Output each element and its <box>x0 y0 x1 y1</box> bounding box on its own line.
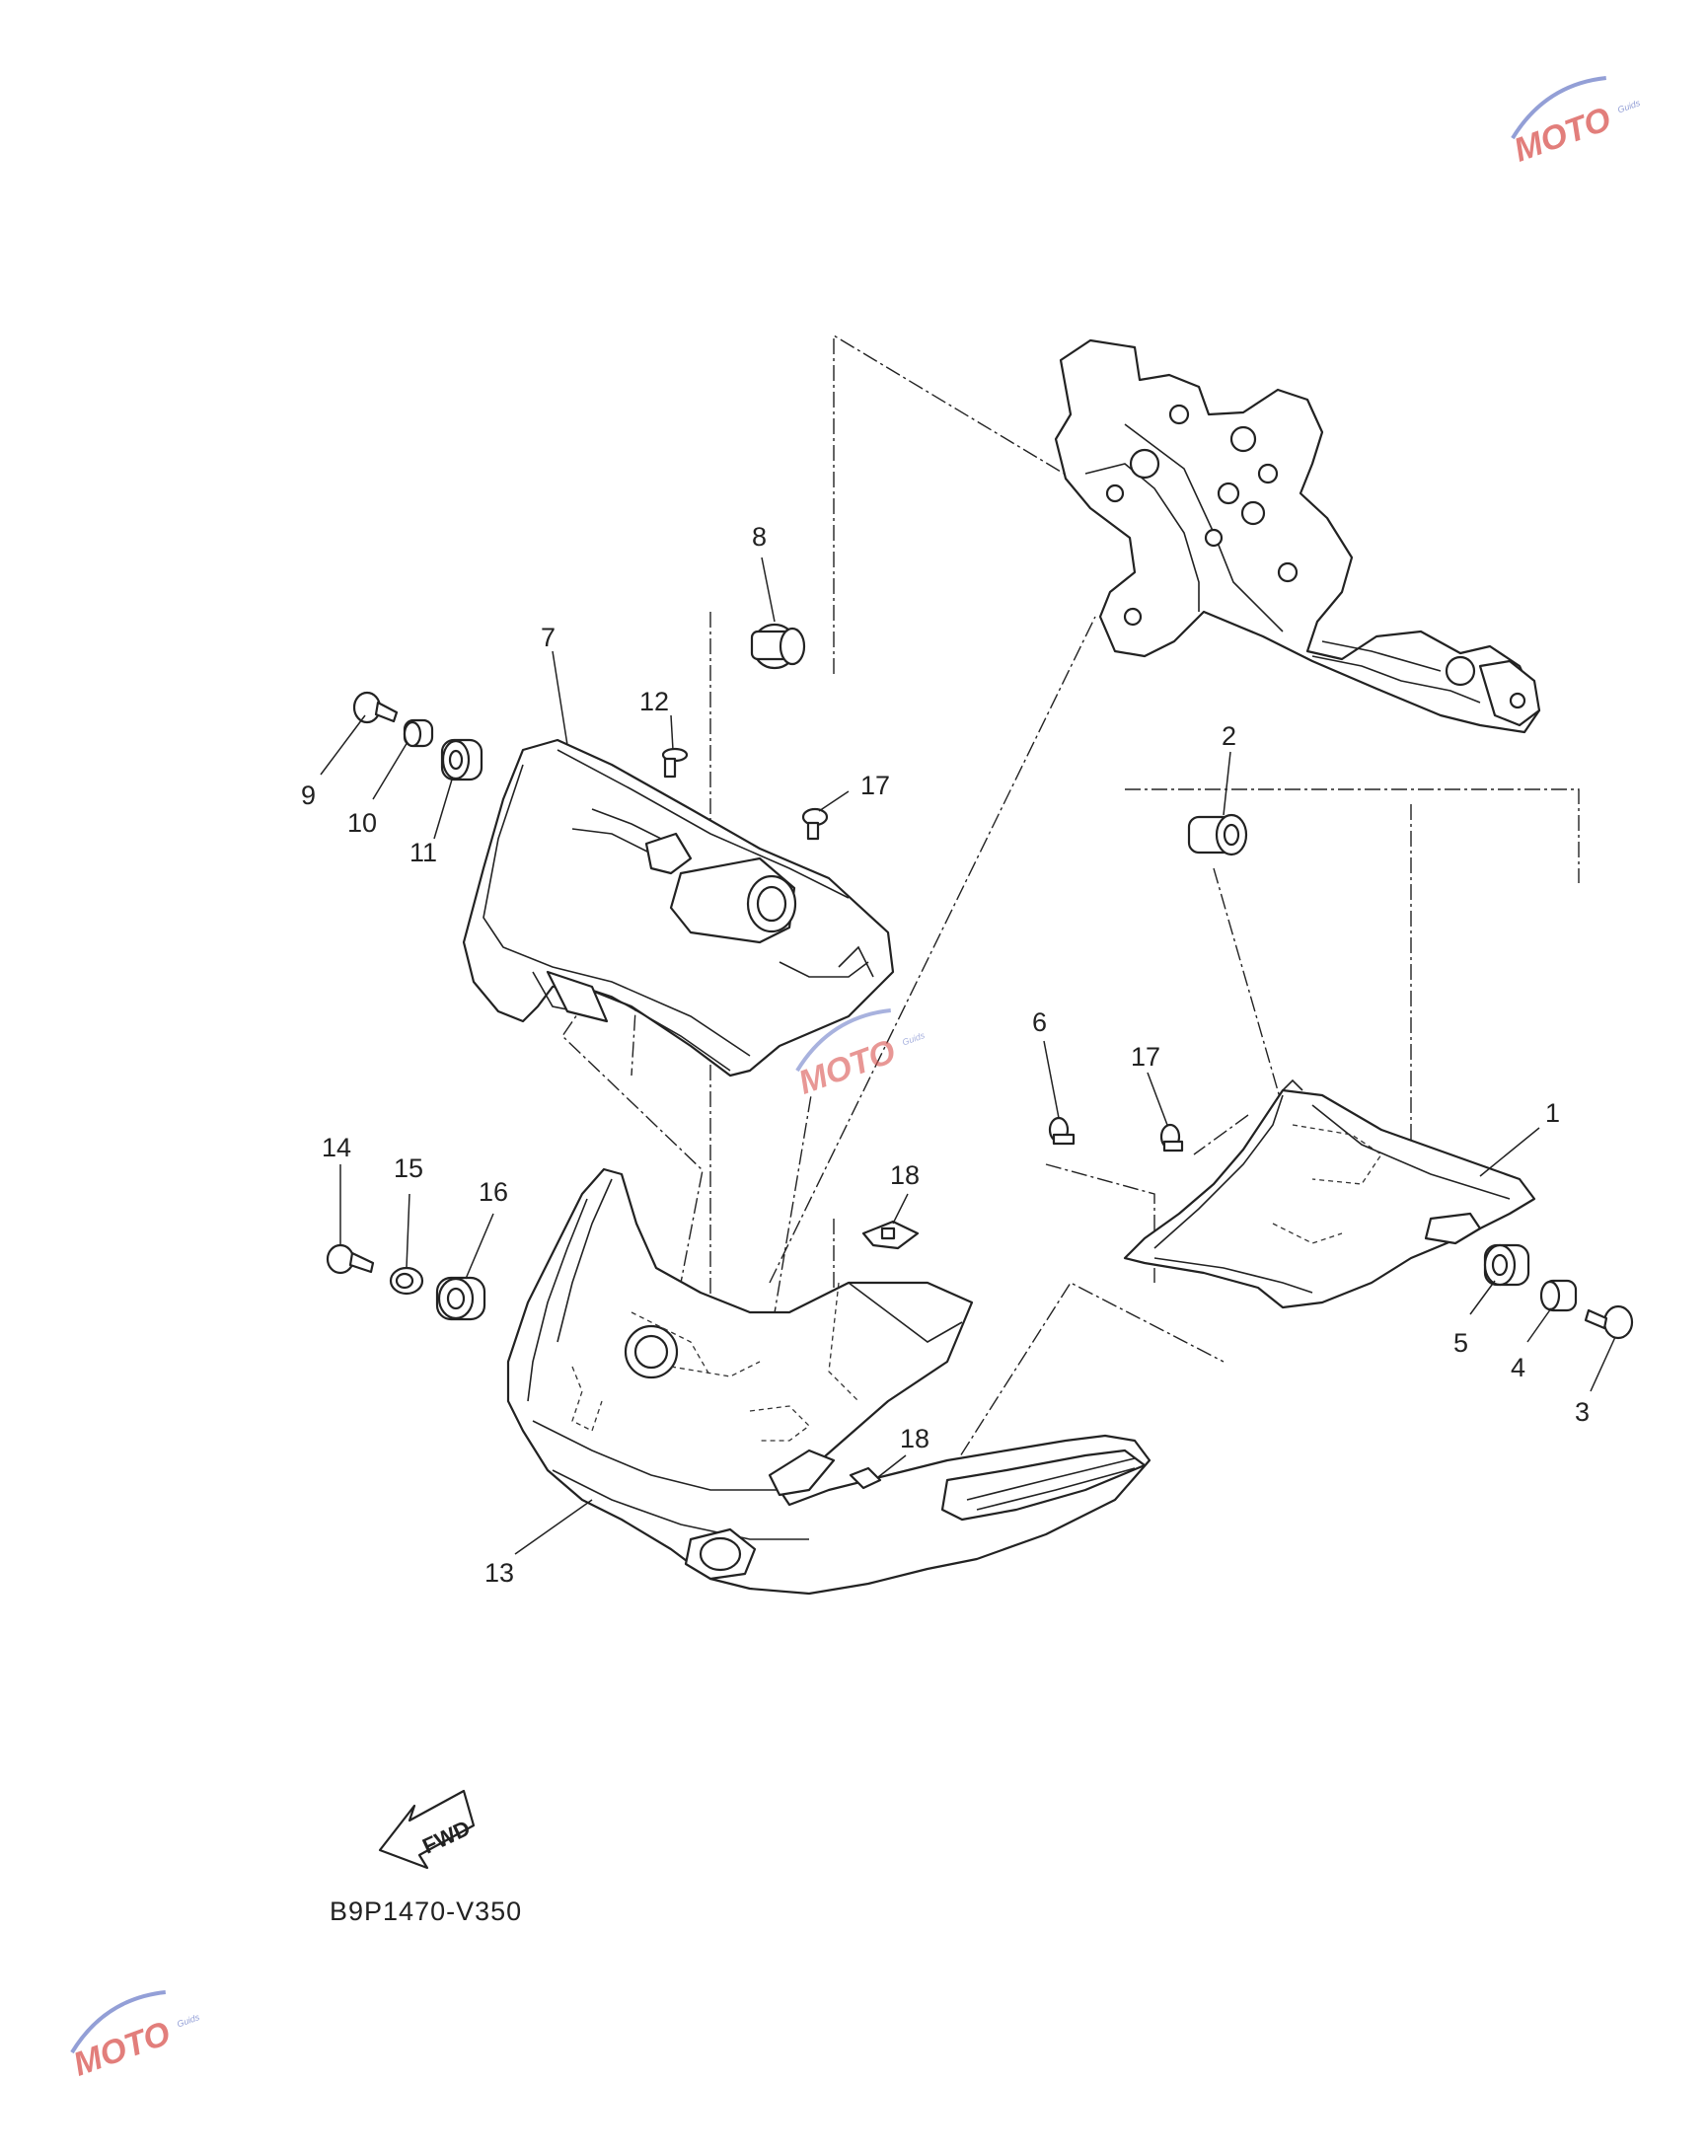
collar-part-10 <box>403 718 434 748</box>
callout-11: 11 <box>409 838 437 867</box>
grommet-part-11 <box>440 738 483 781</box>
callout-14: 14 <box>322 1133 351 1162</box>
forward-direction-arrow: FWD <box>378 1789 476 1870</box>
watermark-sub: Guids <box>1616 98 1642 115</box>
callout-8: 8 <box>752 522 767 552</box>
screw-part-12 <box>661 747 689 779</box>
callout-10: 10 <box>347 808 377 838</box>
callout-16: 16 <box>479 1177 508 1207</box>
screw-part-6 <box>1048 1116 1076 1146</box>
leader-lines <box>320 557 1616 1555</box>
bolt-part-14 <box>326 1243 375 1275</box>
callout-17-upper: 17 <box>860 771 890 800</box>
watermark-brand: MOTO <box>1509 100 1615 169</box>
drawing-code: B9P1470-V350 <box>330 1896 522 1926</box>
bolt-part-3 <box>1584 1304 1634 1340</box>
grommet-part-8 <box>750 623 806 670</box>
grommet-part-16 <box>435 1276 486 1321</box>
clip-part-18-upper <box>861 1220 920 1250</box>
callout-9: 9 <box>301 781 316 810</box>
watermark-brand: MOTO <box>793 1032 900 1101</box>
callout-17-right: 17 <box>1131 1042 1160 1072</box>
inner-cowling-part-7 <box>462 738 895 1078</box>
collar-part-15 <box>389 1266 424 1296</box>
watermark-brand: MOTO <box>68 2014 175 2083</box>
screw-part-17-upper <box>801 807 829 841</box>
collar-part-4 <box>1539 1279 1578 1312</box>
grommet-part-2 <box>1187 813 1248 856</box>
callout-6: 6 <box>1032 1007 1047 1037</box>
callout-2: 2 <box>1222 721 1236 751</box>
front-cowling-part-13 <box>506 1167 1151 1596</box>
grommet-part-5 <box>1483 1243 1530 1287</box>
bolt-part-9 <box>352 691 399 724</box>
callout-3: 3 <box>1575 1397 1590 1427</box>
small-hardware <box>326 623 1634 1490</box>
callout-1: 1 <box>1545 1098 1560 1128</box>
clip-part-18-lower <box>849 1466 882 1490</box>
watermark-sub: Guids <box>901 1030 927 1048</box>
callout-13: 13 <box>484 1558 514 1588</box>
watermark-sub: Guids <box>176 2012 201 2030</box>
watermark-logo-top-right: MOTO Guids <box>1509 75 1642 170</box>
callout-labels: 1 2 3 4 5 6 7 8 9 10 11 12 13 14 15 16 1… <box>301 522 1590 1588</box>
screw-part-17-right <box>1159 1123 1184 1152</box>
callout-18-upper: 18 <box>890 1160 920 1190</box>
callout-5: 5 <box>1453 1328 1468 1358</box>
side-panel-part-1 <box>1123 1078 1536 1309</box>
callout-7: 7 <box>541 623 556 652</box>
frame-bracket <box>1054 338 1541 734</box>
callout-15: 15 <box>394 1153 423 1183</box>
callout-18-lower: 18 <box>900 1424 929 1453</box>
callout-4: 4 <box>1511 1353 1525 1382</box>
callout-12: 12 <box>639 687 669 716</box>
watermark-logo-bottom-left: MOTO Guids <box>68 1989 201 2084</box>
